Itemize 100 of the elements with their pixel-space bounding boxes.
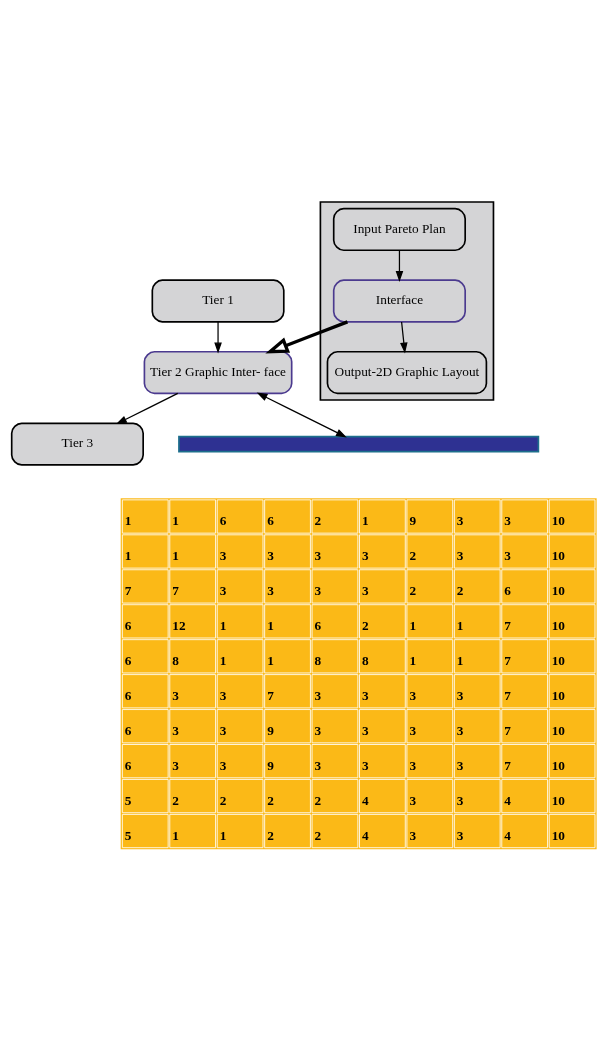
label: 1	[409, 618, 417, 634]
label: 10	[551, 723, 566, 739]
label: 10	[551, 758, 566, 774]
label: 9	[267, 758, 274, 774]
label: 5	[124, 828, 132, 844]
label: 5	[124, 793, 132, 809]
label: 1	[219, 828, 227, 844]
label: 3	[219, 758, 227, 774]
label: 4	[362, 828, 369, 844]
label: 3	[314, 688, 322, 704]
label: 7	[504, 618, 511, 634]
label: 3	[362, 548, 369, 564]
label: 10	[551, 653, 566, 669]
label: 3	[267, 548, 274, 564]
label: 3	[362, 723, 369, 739]
label: 6	[219, 513, 227, 529]
label: 6	[124, 653, 132, 669]
label: 7	[172, 583, 179, 599]
label: 6	[504, 583, 511, 599]
label: 3	[314, 723, 322, 739]
label: 3	[504, 513, 511, 529]
label: 10	[551, 583, 566, 599]
label: 8	[362, 653, 369, 669]
label: 7	[124, 583, 132, 599]
label: 3	[219, 723, 227, 739]
label: 3	[456, 688, 464, 704]
label: 6	[124, 723, 132, 739]
label: 3	[267, 583, 274, 599]
label: 1	[219, 653, 227, 669]
label: 1	[172, 513, 179, 529]
label: 2	[362, 618, 369, 634]
label: 1	[172, 548, 179, 564]
label: 3	[456, 828, 464, 844]
label: 7	[267, 688, 274, 704]
label: 1	[456, 653, 464, 669]
label: 1	[267, 618, 274, 634]
label: 3	[456, 793, 464, 809]
label: 2	[267, 828, 274, 844]
label: 1	[267, 653, 274, 669]
label: 8	[314, 653, 322, 669]
label: 3	[362, 583, 369, 599]
label: 10	[551, 688, 566, 704]
label: 1	[124, 548, 132, 564]
label: 3	[219, 583, 227, 599]
label: 4	[362, 793, 369, 809]
label: 3	[172, 758, 179, 774]
label: 2	[267, 793, 274, 809]
label: 3	[456, 548, 464, 564]
label: 1	[172, 828, 179, 844]
label: 2	[219, 793, 227, 809]
label: 7	[504, 688, 511, 704]
label: 3	[409, 758, 417, 774]
label: 3	[409, 828, 417, 844]
label: 3	[362, 758, 369, 774]
label: 1	[456, 618, 464, 634]
label: 3	[172, 688, 179, 704]
label: 1	[362, 513, 369, 529]
label: 2	[314, 828, 322, 844]
label: 3	[172, 723, 179, 739]
label: 10	[551, 548, 566, 564]
label: 7	[504, 758, 511, 774]
label: 9	[267, 723, 274, 739]
label: 6	[124, 618, 132, 634]
label: 3	[314, 583, 322, 599]
label: 3	[456, 723, 464, 739]
label: 1	[124, 513, 132, 529]
label: 9	[409, 513, 417, 529]
label: 6	[124, 758, 132, 774]
label: 6	[314, 618, 322, 634]
label: 3	[456, 513, 464, 529]
label: 3	[409, 723, 417, 739]
label: 2	[172, 793, 179, 809]
label: 6	[124, 688, 132, 704]
label: 7	[504, 723, 511, 739]
label: 3	[409, 793, 417, 809]
label: 10	[551, 513, 566, 529]
label: 8	[172, 653, 179, 669]
label: 3	[314, 548, 322, 564]
label: 3	[362, 688, 369, 704]
label: 10	[551, 618, 566, 634]
label: 3	[504, 548, 511, 564]
label: 6	[267, 513, 274, 529]
label: 10	[551, 793, 566, 809]
label: 7	[504, 653, 511, 669]
label: 3	[219, 688, 227, 704]
label: 1	[409, 653, 417, 669]
label: 12	[172, 618, 186, 634]
label: 2	[409, 583, 417, 599]
label: 4	[504, 793, 511, 809]
label: 3	[219, 548, 227, 564]
label: 3	[409, 688, 417, 704]
label: 2	[314, 513, 322, 529]
label: 4	[504, 828, 511, 844]
label: 2	[456, 583, 464, 599]
label: 2	[314, 793, 322, 809]
label: 3	[456, 758, 464, 774]
label: 3	[314, 758, 322, 774]
label: 10	[551, 828, 566, 844]
label: 1	[219, 618, 227, 634]
label: 2	[409, 548, 417, 564]
